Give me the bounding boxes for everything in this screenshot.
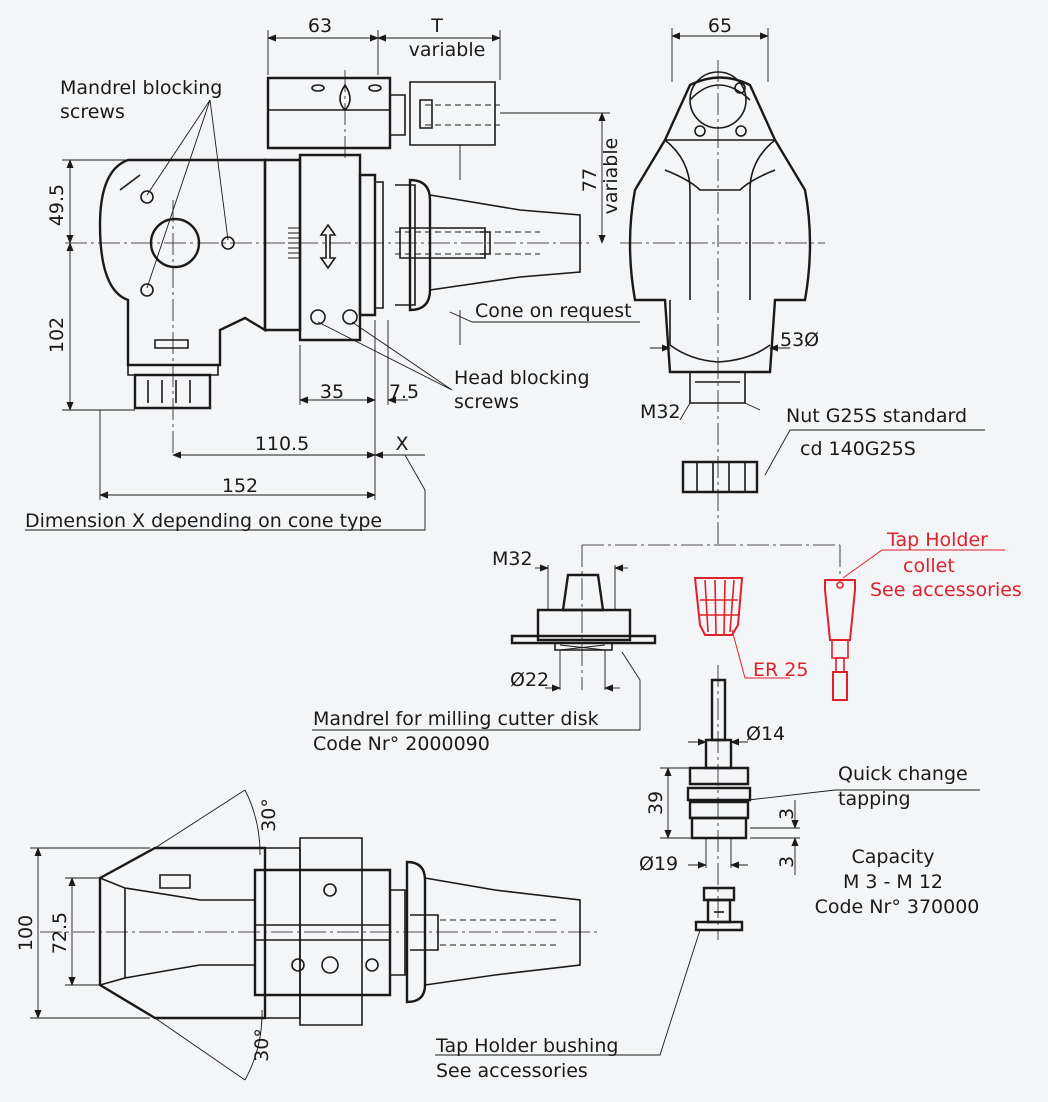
dim-19: Ø19 (639, 853, 678, 875)
label-mandrel-blocking-2: screws (60, 101, 125, 123)
label-head-blocking-2: screws (454, 391, 519, 413)
label-capacity-1: Capacity (851, 846, 934, 868)
dim-63: 63 (308, 15, 332, 37)
label-mandrel-blocking-1: Mandrel blocking (60, 77, 222, 99)
dim-65: 65 (708, 15, 732, 37)
side-view (25, 30, 640, 531)
label-er25: ER 25 (753, 659, 808, 681)
label-cone-on-request: Cone on request (475, 300, 632, 322)
top-view (30, 789, 600, 1081)
dim-t: T (430, 15, 443, 37)
dim-22: Ø22 (510, 669, 549, 691)
quick-change-tapping (435, 665, 980, 1056)
label-nut-standard: Nut G25S standard (786, 405, 967, 427)
dim-49-5: 49.5 (46, 184, 68, 226)
label-m32-front: M32 (640, 401, 681, 423)
dim-102: 102 (46, 317, 68, 353)
dim-30-top: 30° (258, 798, 280, 832)
label-quick-change-1: Quick change (838, 763, 968, 785)
dim-t-variable: variable (409, 39, 486, 61)
dim-3-bottom: 3 (776, 856, 798, 868)
labels: 63 T variable 65 Mandrel blocking screws… (15, 15, 1022, 1082)
dim-100: 100 (15, 915, 37, 951)
er25-collet (693, 577, 790, 679)
label-tap-holder-2: collet (903, 555, 955, 577)
front-view (620, 28, 985, 545)
label-head-blocking-1: Head blocking (454, 367, 590, 389)
label-capacity-2: M 3 - M 12 (843, 871, 943, 893)
dim-110-5: 110.5 (255, 433, 309, 455)
label-dimension-x: Dimension X depending on cone type (25, 510, 382, 532)
label-bushing-1: Tap Holder bushing (435, 1035, 618, 1057)
label-mandrel-1: Mandrel for milling cutter disk (313, 708, 599, 730)
dim-77-variable: variable (600, 138, 622, 215)
label-tap-holder-1: Tap Holder (886, 529, 988, 551)
mandrel-detail (312, 544, 841, 731)
label-tap-holder-3: See accessories (870, 579, 1022, 601)
dim-7-5: 7.5 (389, 381, 419, 403)
label-nut-code: cd 140G25S (800, 438, 916, 460)
dim-39: 39 (645, 791, 667, 815)
dim-72-5: 72.5 (49, 912, 71, 954)
dim-30-bottom: 30° (251, 1028, 273, 1062)
dim-77: 77 (579, 168, 601, 192)
label-quick-change-2: tapping (838, 788, 911, 810)
tap-holder-collet (824, 549, 1005, 701)
dim-3-top: 3 (776, 808, 798, 820)
label-capacity-3: Code Nr° 370000 (815, 896, 980, 918)
dim-152: 152 (222, 475, 258, 497)
dim-35: 35 (320, 381, 344, 403)
label-m32-mandrel: M32 (492, 548, 533, 570)
label-mandrel-2: Code Nr° 2000090 (313, 733, 490, 755)
label-bushing-2: See accessories (436, 1060, 588, 1082)
dim-14: Ø14 (746, 723, 785, 745)
dim-x: X (395, 433, 408, 455)
dim-53: 53Ø (780, 329, 819, 351)
